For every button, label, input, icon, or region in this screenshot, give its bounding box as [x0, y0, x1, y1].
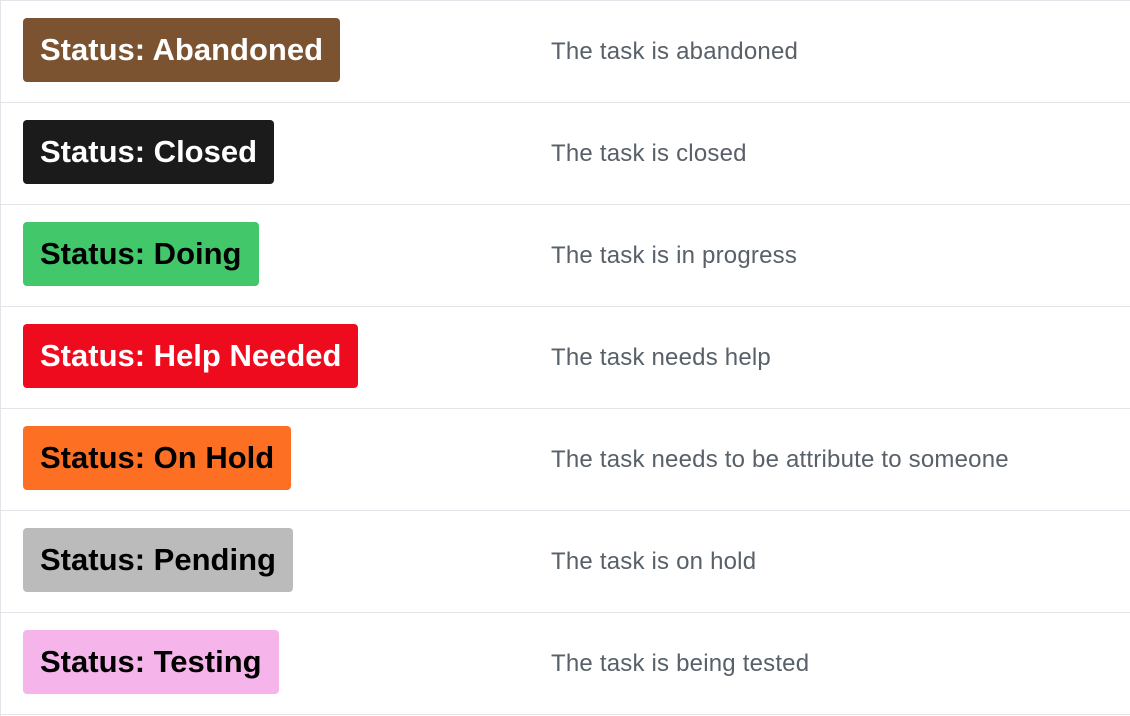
label-description: The task is on hold — [551, 548, 757, 575]
label-badge[interactable]: Status: Abandoned — [23, 18, 341, 82]
label-row: Status: Closed The task is closed — [1, 103, 1130, 205]
label-row: Status: Doing The task is in progress — [1, 205, 1130, 307]
label-description: The task needs to be attribute to someon… — [551, 446, 1009, 473]
label-badge[interactable]: Status: On Hold — [23, 426, 292, 490]
label-badge[interactable]: Status: Pending — [23, 528, 293, 592]
label-badge[interactable]: Status: Help Needed — [23, 324, 359, 388]
label-row: Status: On Hold The task needs to be att… — [1, 409, 1130, 511]
label-row: Status: Testing The task is being tested — [1, 613, 1130, 715]
label-row: Status: Help Needed The task needs help — [1, 307, 1130, 409]
label-description: The task is closed — [551, 140, 747, 167]
label-description: The task is in progress — [551, 242, 798, 269]
label-row: Status: Abandoned The task is abandoned — [1, 1, 1130, 103]
label-badge[interactable]: Status: Closed — [23, 120, 275, 184]
label-row: Status: Pending The task is on hold — [1, 511, 1130, 613]
label-badge[interactable]: Status: Doing — [23, 222, 259, 286]
label-badge[interactable]: Status: Testing — [23, 630, 279, 694]
label-description: The task is abandoned — [551, 38, 799, 65]
label-description: The task is being tested — [551, 650, 810, 677]
label-description: The task needs help — [551, 344, 771, 371]
